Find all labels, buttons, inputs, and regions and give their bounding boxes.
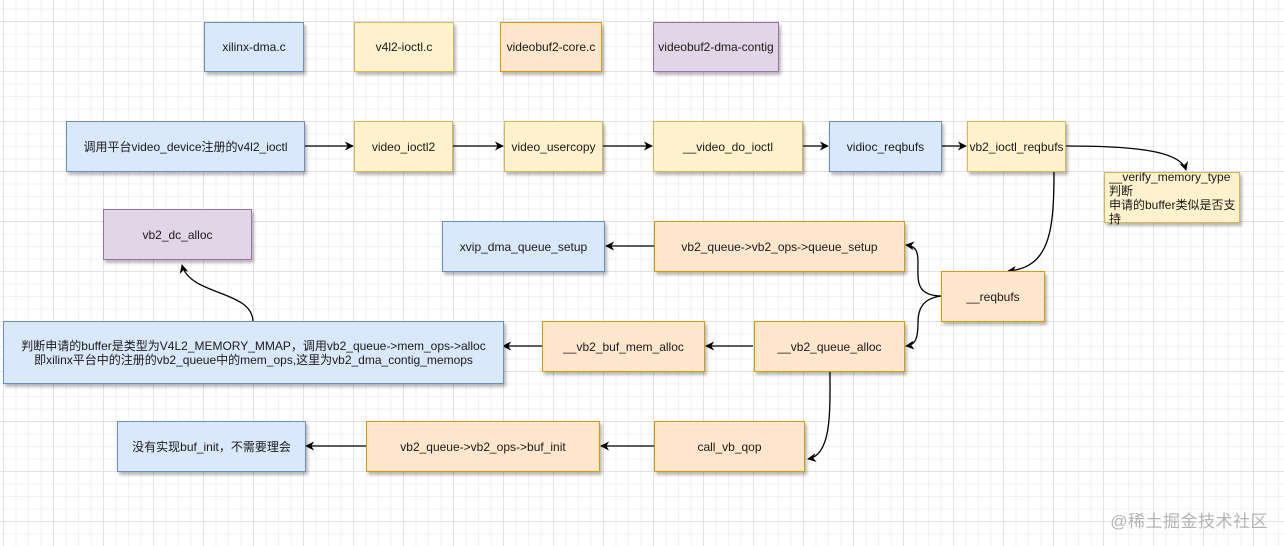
- edge-reqbufs-to-queue-alloc: [905, 295, 943, 350]
- mmap-note-line-2: 即xilinx平台中的注册的vb2_queue中的mem_ops,这里为vb2_…: [34, 352, 473, 367]
- legend-v4l2-ioctl[interactable]: v4l2-ioctl.c: [354, 22, 454, 72]
- node-verify-memory-type[interactable]: __verify_memory_type判断 申请的buffer类似是否支持: [1104, 169, 1240, 226]
- node-vb2-dc-alloc[interactable]: vb2_dc_alloc: [103, 209, 252, 260]
- watermark: @稀土掘金技术社区: [1110, 512, 1268, 531]
- node-video-do-ioctl[interactable]: __video_do_ioctl: [653, 121, 803, 172]
- legend-videobuf2-core[interactable]: videobuf2-core.c: [500, 22, 602, 72]
- edge-reqbufs-to-queue-setup: [905, 241, 943, 297]
- node-buf-init[interactable]: vb2_queue->vb2_ops->buf_init: [366, 421, 600, 472]
- verify-line-2: 申请的buffer类似是否支持: [1109, 197, 1236, 226]
- legend-videobuf2-dma-contig[interactable]: videobuf2-dma-contig: [653, 22, 779, 72]
- node-video-usercopy[interactable]: video_usercopy: [504, 121, 603, 172]
- legend-xilinx-dma[interactable]: xilinx-dma.c: [204, 22, 304, 72]
- node-video-ioctl2[interactable]: video_ioctl2: [354, 121, 453, 172]
- node-vb2-buf-mem-alloc[interactable]: __vb2_buf_mem_alloc: [542, 321, 705, 372]
- edge-queue-alloc-to-call-vb-qop: [807, 371, 831, 463]
- node-vb2-ioctl-reqbufs[interactable]: vb2_ioctl_reqbufs: [967, 121, 1066, 172]
- verify-line-1: __verify_memory_type判断: [1109, 169, 1231, 198]
- edge-vb2-ioctl-reqbufs-to-reqbufs: [1007, 171, 1055, 275]
- edge-vb2-ioctl-reqbufs-to-verify: [1065, 145, 1188, 171]
- node-xvip-dma-queue-setup[interactable]: xvip_dma_queue_setup: [442, 221, 605, 272]
- node-queue-setup[interactable]: vb2_queue->vb2_ops->queue_setup: [654, 221, 905, 272]
- node-vidioc-reqbufs[interactable]: vidioc_reqbufs: [829, 121, 942, 172]
- mmap-note-line-1: 判断申请的buffer是类型为V4L2_MEMORY_MMAP，调用vb2_qu…: [21, 338, 486, 353]
- node-call-platform-ioctl[interactable]: 调用平台video_device注册的v4l2_ioctl: [66, 121, 305, 172]
- node-call-vb-qop[interactable]: call_vb_qop: [654, 421, 805, 472]
- node-vb2-queue-alloc[interactable]: __vb2_queue_alloc: [754, 321, 905, 372]
- node-mmap-note[interactable]: 判断申请的buffer是类型为V4L2_MEMORY_MMAP，调用vb2_qu…: [3, 321, 504, 384]
- edge-note-to-vb2-dc-alloc: [179, 264, 254, 323]
- node-buf-init-note[interactable]: 没有实现buf_init，不需要理会: [117, 421, 306, 472]
- node-reqbufs[interactable]: __reqbufs: [941, 271, 1045, 322]
